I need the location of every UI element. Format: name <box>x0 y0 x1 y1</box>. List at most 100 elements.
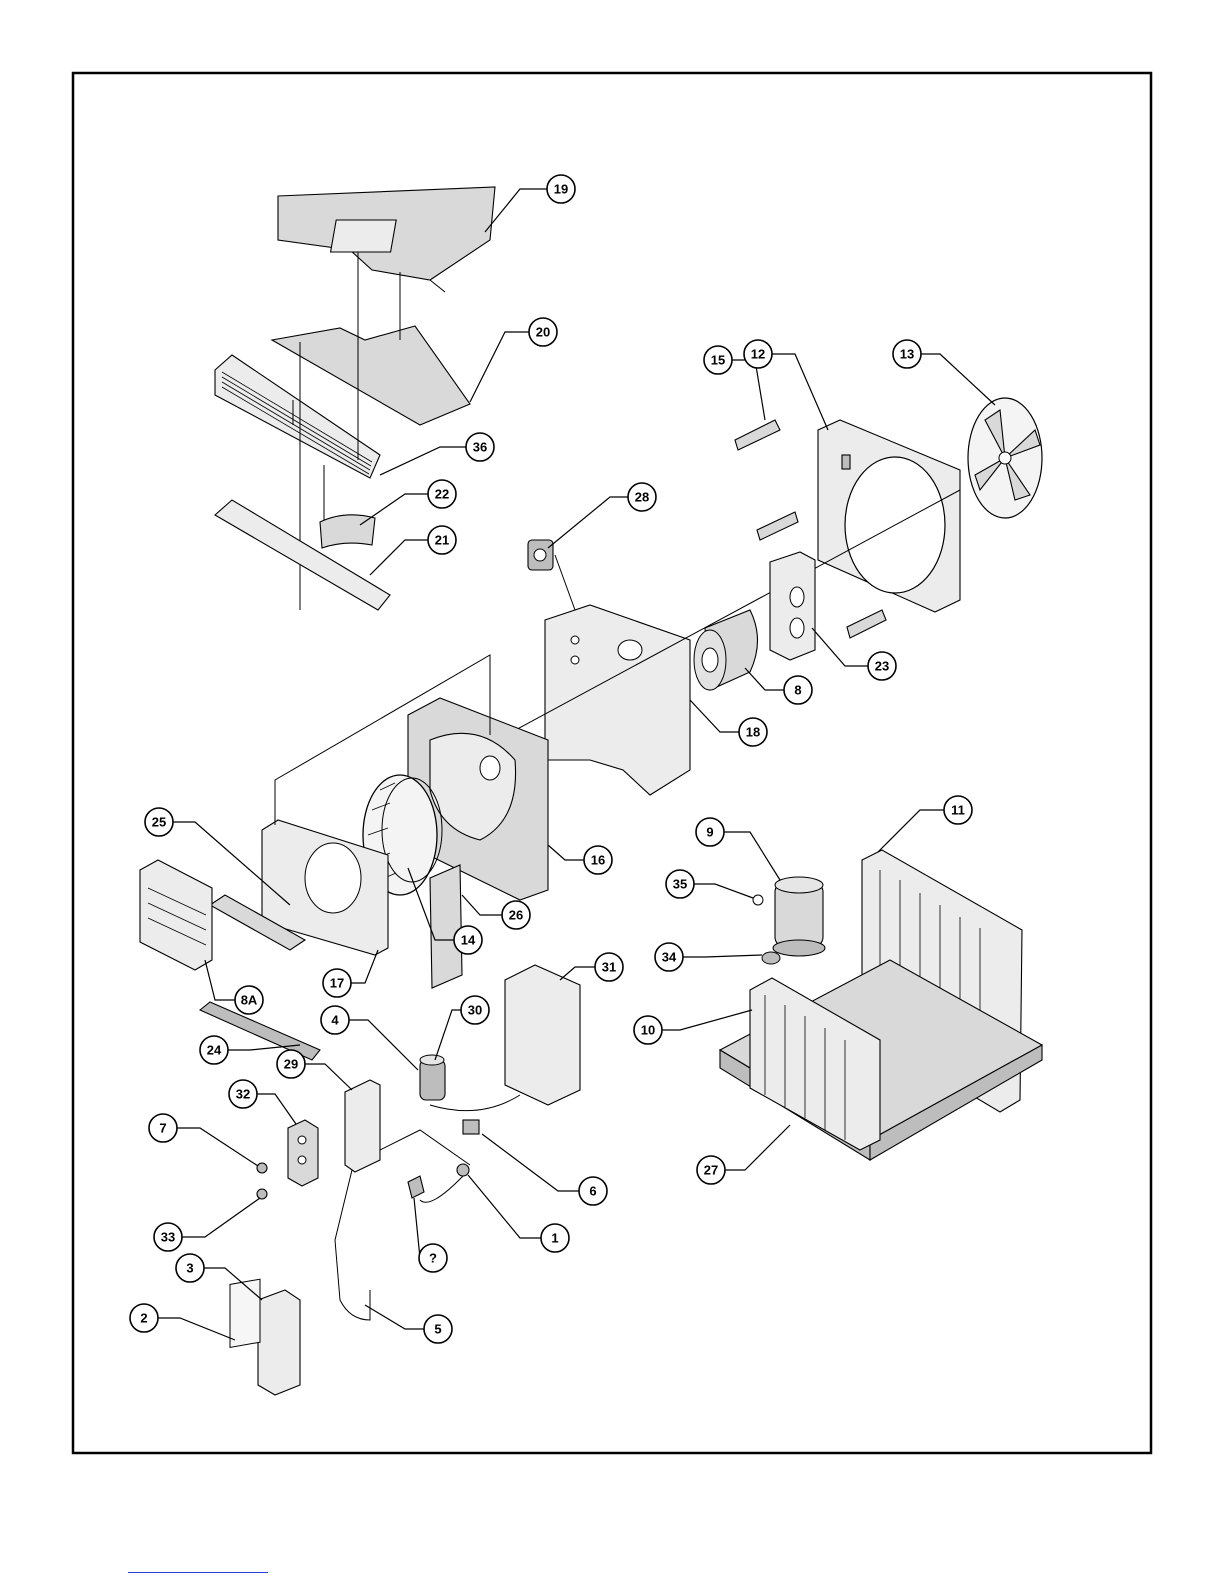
part-escutcheon <box>258 1290 300 1395</box>
part-lower-trim <box>215 500 390 610</box>
callout-35: 35 <box>666 870 694 898</box>
part-motor-bracket <box>770 552 815 660</box>
part-knob-lower <box>257 1189 267 1199</box>
svg-text:35: 35 <box>673 877 687 892</box>
part-bulkhead <box>545 605 690 795</box>
svg-text:18: 18 <box>746 725 760 740</box>
callout-6: 6 <box>579 1177 607 1205</box>
svg-text:?: ? <box>429 1251 437 1266</box>
svg-text:7: 7 <box>159 1121 166 1136</box>
part-power-cord <box>335 1170 370 1320</box>
callout-2: 2 <box>130 1304 158 1332</box>
callout-unknown: ? <box>419 1244 447 1272</box>
svg-text:22: 22 <box>435 487 449 502</box>
svg-text:14: 14 <box>461 933 476 948</box>
svg-text:17: 17 <box>330 976 344 991</box>
part-compressor <box>773 877 825 956</box>
svg-text:31: 31 <box>602 960 616 975</box>
svg-text:13: 13 <box>900 347 914 362</box>
callout-8A: 8A <box>235 986 263 1014</box>
svg-text:25: 25 <box>152 815 166 830</box>
callout-24: 24 <box>200 1036 228 1064</box>
callout-34: 34 <box>655 943 683 971</box>
callout-12: 12 <box>744 340 772 368</box>
part-bolt <box>753 895 763 905</box>
part-capacitor <box>420 1055 445 1100</box>
svg-text:28: 28 <box>635 490 649 505</box>
callout-17: 17 <box>323 969 351 997</box>
svg-text:23: 23 <box>875 659 889 674</box>
part-thermostat <box>457 1164 469 1176</box>
part-control-plate <box>288 1120 318 1186</box>
callout-15: 15 <box>704 346 732 374</box>
svg-text:10: 10 <box>641 1023 655 1038</box>
svg-text:27: 27 <box>704 1163 718 1178</box>
callout-22: 22 <box>428 480 456 508</box>
callout-4: 4 <box>321 1006 349 1034</box>
callout-33: 33 <box>154 1223 182 1251</box>
footer-link-underline[interactable] <box>128 1572 268 1573</box>
callout-18: 18 <box>739 718 767 746</box>
svg-text:8A: 8A <box>241 993 258 1008</box>
callout-16: 16 <box>584 846 612 874</box>
callout-5: 5 <box>424 1315 452 1343</box>
svg-text:9: 9 <box>706 825 713 840</box>
callout-31: 31 <box>595 953 623 981</box>
callout-10: 10 <box>634 1016 662 1044</box>
callout-23: 23 <box>868 652 896 680</box>
part-control-bracket <box>505 965 580 1105</box>
part-control-box <box>345 1080 380 1172</box>
callout-30: 30 <box>461 996 489 1024</box>
part-condenser-fan <box>968 398 1042 518</box>
part-relay <box>463 1120 479 1134</box>
svg-text:5: 5 <box>434 1322 441 1337</box>
svg-text:20: 20 <box>536 325 550 340</box>
svg-text:6: 6 <box>589 1184 596 1199</box>
svg-text:24: 24 <box>207 1043 222 1058</box>
part-divider-plate <box>430 865 462 988</box>
part-knob <box>257 1163 267 1173</box>
leader-lines <box>157 189 995 1340</box>
svg-text:34: 34 <box>662 950 677 965</box>
svg-text:30: 30 <box>468 1003 482 1018</box>
svg-text:36: 36 <box>473 440 487 455</box>
callout-9: 9 <box>696 818 724 846</box>
callout-19: 19 <box>547 175 575 203</box>
callout-27: 27 <box>697 1156 725 1184</box>
svg-text:2: 2 <box>140 1311 147 1326</box>
svg-text:32: 32 <box>236 1087 250 1102</box>
callout-28: 28 <box>628 483 656 511</box>
part-control-louvre <box>140 860 212 970</box>
callout-21: 21 <box>428 526 456 554</box>
callout-14: 14 <box>454 926 482 954</box>
svg-text:21: 21 <box>435 533 449 548</box>
svg-text:16: 16 <box>591 853 605 868</box>
svg-text:33: 33 <box>161 1230 175 1245</box>
part-grommet <box>762 952 780 964</box>
svg-text:12: 12 <box>751 347 765 362</box>
svg-text:19: 19 <box>554 182 568 197</box>
callout-1: 1 <box>541 1224 569 1252</box>
svg-text:3: 3 <box>186 1261 193 1276</box>
callout-11: 11 <box>944 796 972 824</box>
callout-32: 32 <box>229 1080 257 1108</box>
svg-text:1: 1 <box>551 1231 558 1246</box>
part-switch <box>528 540 575 610</box>
part-top-cover <box>278 187 495 292</box>
svg-text:15: 15 <box>711 353 725 368</box>
callout-8: 8 <box>784 676 812 704</box>
svg-text:26: 26 <box>509 908 523 923</box>
svg-text:11: 11 <box>951 803 965 818</box>
callout-25: 25 <box>145 808 173 836</box>
callout-36: 36 <box>466 433 494 461</box>
callout-7: 7 <box>149 1114 177 1142</box>
part-label-plate <box>230 1279 260 1347</box>
svg-text:29: 29 <box>284 1057 298 1072</box>
part-sensor <box>408 1176 424 1198</box>
svg-text:8: 8 <box>794 683 801 698</box>
callout-13: 13 <box>893 340 921 368</box>
callout-26: 26 <box>502 901 530 929</box>
part-fan-shroud <box>818 420 960 612</box>
part-fan-motor <box>694 610 758 690</box>
